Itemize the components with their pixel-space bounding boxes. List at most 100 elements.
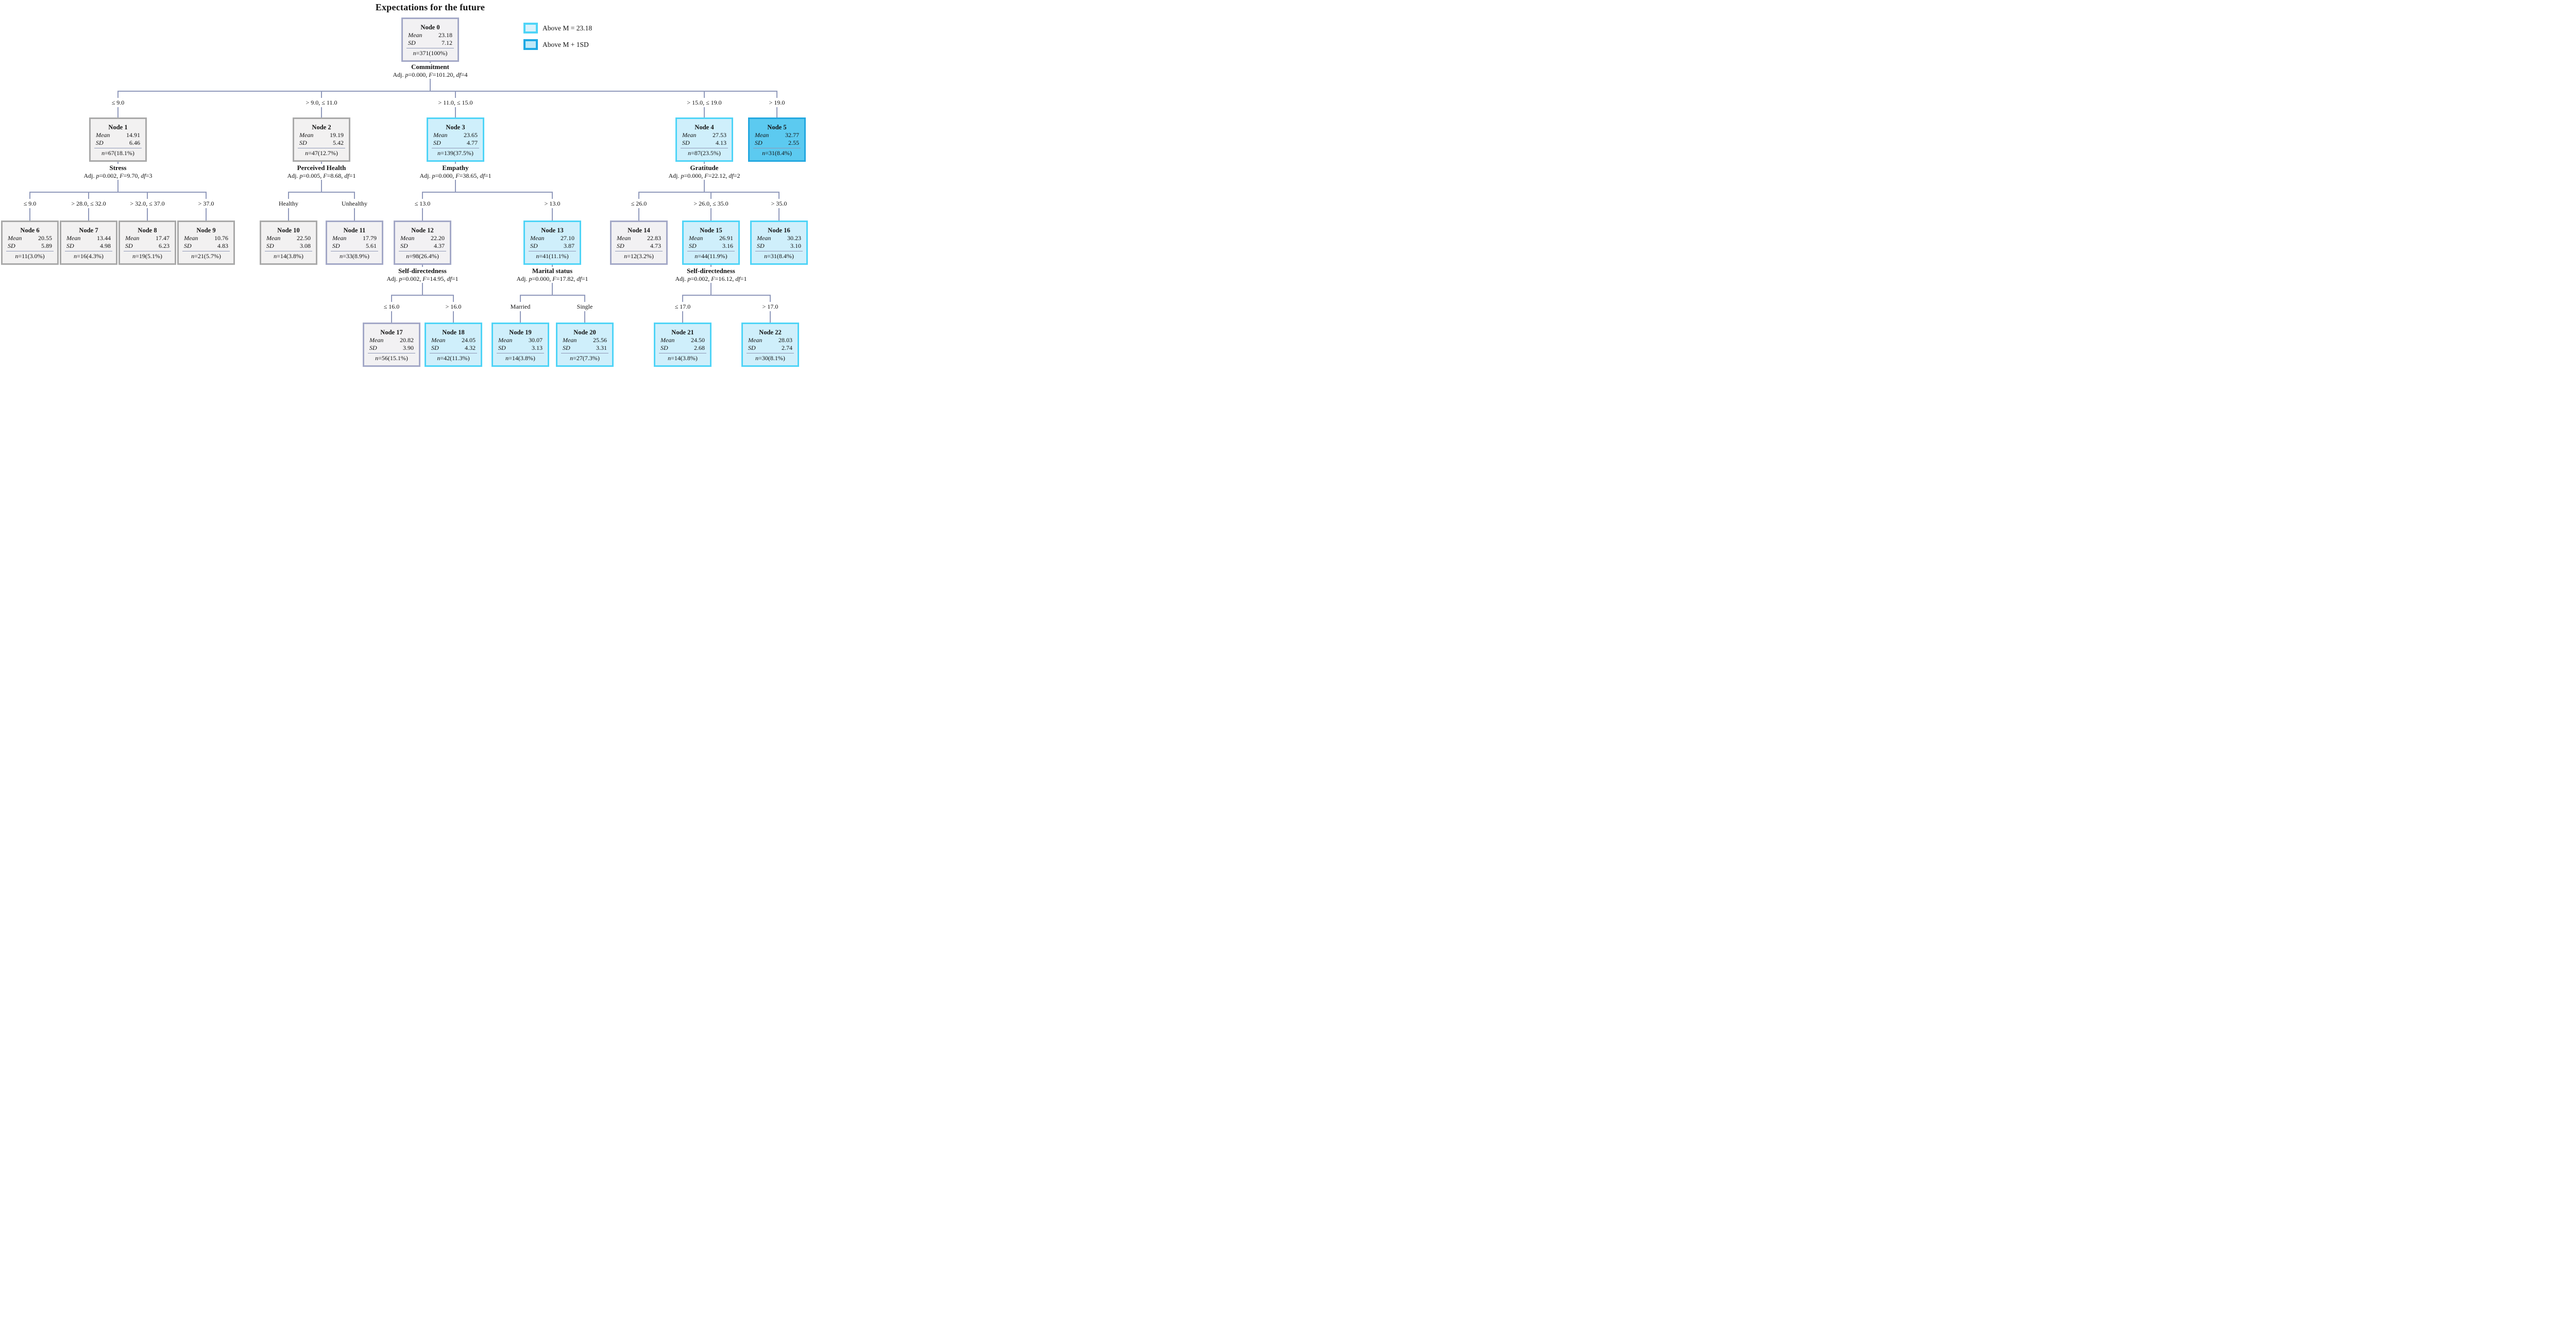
legend-swatch-above-mean <box>523 23 538 33</box>
n-row: n=87(23.5%) <box>688 149 721 157</box>
n-row: n=30(8.1%) <box>755 354 785 362</box>
branch-label-node-3: > 11.0, ≤ 15.0 <box>427 98 484 107</box>
branch-label-node-11: Unhealthy <box>326 199 383 208</box>
node-title: Node 4 <box>694 124 714 131</box>
branch-label-node-14: ≤ 26.0 <box>611 199 667 208</box>
legend-label: Above M = 23.18 <box>543 24 592 32</box>
n-row: n=19(5.1%) <box>132 252 162 260</box>
split-self-directedness-1: Self-directedness Adj. p=0.002, F=14.95,… <box>355 267 489 283</box>
node-title: Node 3 <box>446 124 465 131</box>
branch-label-node-13: > 13.0 <box>524 199 581 208</box>
branch-label-node-16: > 35.0 <box>751 199 807 208</box>
node-title: Node 14 <box>628 227 650 234</box>
node-title: Node 13 <box>541 227 564 234</box>
branch-label-node-8: > 32.0, ≤ 37.0 <box>119 199 176 208</box>
branch-label-node-10: Healthy <box>260 199 317 208</box>
split-stats: Adj. p=0.000, F=22.12, df=2 <box>668 172 740 179</box>
split-stats: Adj. p=0.002, F=14.95, df=1 <box>386 275 459 282</box>
branch-label-node-15: > 26.0, ≤ 35.0 <box>683 199 739 208</box>
node-title: Node 12 <box>411 227 434 234</box>
split-perceived-health: Perceived Health Adj. p=0.005, F=8.68, d… <box>255 164 388 180</box>
n-row: n=27(7.3%) <box>570 354 600 362</box>
split-stress: Stress Adj. p=0.002, F=9.70, df=3 <box>51 164 185 180</box>
n-row: n=98(26.4%) <box>406 252 439 260</box>
n-row: n=14(3.8%) <box>505 354 535 362</box>
connector-line <box>422 192 552 193</box>
n-row: n=21(5.7%) <box>191 252 221 260</box>
figure-title: Expectations for the future <box>375 2 485 12</box>
n-row: n=12(3.2%) <box>624 252 654 260</box>
legend-label: Above M + 1SD <box>543 40 589 48</box>
branch-label-node-19: Married <box>492 302 549 311</box>
branch-label-node-21: ≤ 17.0 <box>654 302 711 311</box>
n-row: n=44(11.9%) <box>694 252 727 260</box>
split-stats: Adj. p=0.000, F=17.82, df=1 <box>516 275 588 282</box>
connector-line <box>392 295 453 296</box>
split-stats: Adj. p=0.000, F=101.20, df=4 <box>393 71 468 78</box>
n-row: n=139(37.5%) <box>437 149 473 157</box>
connector-line <box>520 295 585 296</box>
split-variable: Self-directedness <box>398 267 447 275</box>
n-row: n=11(3.0%) <box>15 252 45 260</box>
split-stats: Adj. p=0.005, F=8.68, df=1 <box>287 172 356 179</box>
split-variable: Stress <box>109 164 127 172</box>
branch-label-node-1: ≤ 9.0 <box>90 98 146 107</box>
node-title: Node 11 <box>343 227 366 234</box>
branch-label-node-18: > 16.0 <box>425 302 482 311</box>
legend-item-above-m1sd: Above M + 1SD <box>523 39 592 50</box>
n-row: n=42(11.3%) <box>437 354 470 362</box>
connector-line <box>683 295 770 296</box>
n-row: n=371(100%) <box>413 49 448 57</box>
split-stats: Adj. p=0.000, F=38.65, df=1 <box>419 172 492 179</box>
split-gratitude: Gratitude Adj. p=0.000, F=22.12, df=2 <box>637 164 771 180</box>
split-variable: Perceived Health <box>297 164 346 172</box>
decision-tree-figure: Expectations for the future Above M = 23… <box>0 0 814 373</box>
split-stats: Adj. p=0.002, F=16.12, df=1 <box>675 275 747 282</box>
legend-swatch-above-m1sd <box>523 39 538 50</box>
branch-label-node-22: > 17.0 <box>742 302 799 311</box>
split-stats: Adj. p=0.002, F=9.70, df=3 <box>83 172 152 179</box>
n-row: n=16(4.3%) <box>74 252 104 260</box>
n-row: n=33(8.9%) <box>340 252 369 260</box>
node-title: Node 2 <box>312 124 331 131</box>
split-commitment: Commitment Adj. p=0.000, F=101.20, df=4 <box>363 63 497 79</box>
node-title: Node 15 <box>700 227 722 234</box>
branch-label-node-20: Single <box>556 302 613 311</box>
branch-label-node-12: ≤ 13.0 <box>394 199 451 208</box>
split-self-directedness-2: Self-directedness Adj. p=0.002, F=16.12,… <box>644 267 778 283</box>
